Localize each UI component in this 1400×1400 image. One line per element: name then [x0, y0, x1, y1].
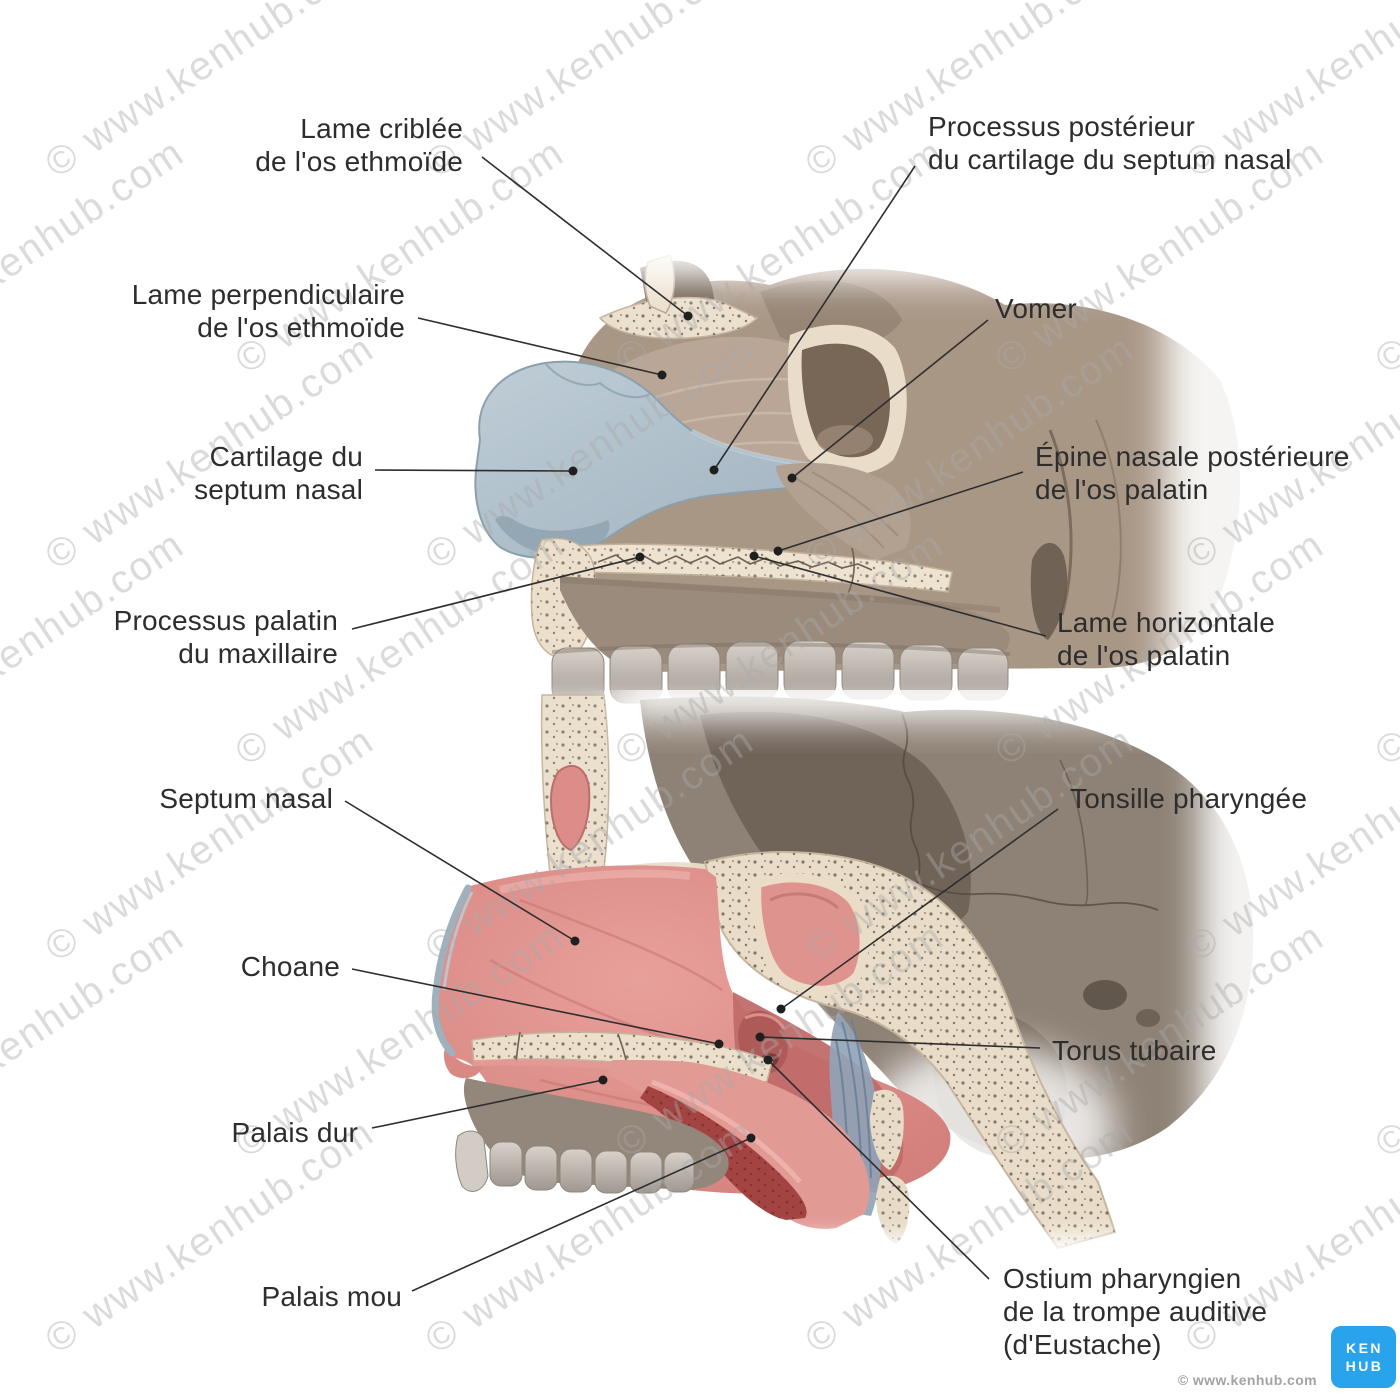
kenhub-logo-line2: HUB: [1345, 1358, 1384, 1374]
label-ostium: Ostium pharyngien de la trompe auditive …: [1003, 1263, 1268, 1361]
label-epine-nasale: Épine nasale postérieure de l'os palatin: [1035, 441, 1350, 506]
edge-fades: [420, 160, 1260, 720]
label-cartilage-septum: Cartilage du septum nasal: [194, 441, 363, 506]
watermark-text: © www.kenhub.com: [0, 913, 193, 1166]
label-tonsille: Tonsille pharyngée: [1070, 783, 1308, 814]
watermark-text: © www.kenhub.com: [1367, 130, 1400, 383]
label-lame-horizontale: Lame horizontale de l'os palatin: [1057, 607, 1275, 672]
bottom-figure-illustration: [400, 690, 1280, 1270]
label-septum-nasal: Septum nasal: [159, 783, 333, 814]
label-lame-perpendiculaire: Lame perpendiculaire de l'os ethmoïde: [131, 279, 405, 344]
sphenoid-sinus-mucosa: [752, 873, 869, 995]
label-vomer: Vomer: [995, 293, 1077, 324]
label-torus: Torus tubaire: [1052, 1035, 1217, 1066]
copyright-text: © www.kenhub.com: [1177, 1372, 1317, 1388]
watermark-text: © www.kenhub.com: [37, 717, 383, 971]
upper-teeth: [551, 640, 1011, 705]
watermark-text: © www.kenhub.com: [0, 129, 193, 382]
label-lame-criblee: Lame criblée de l'os ethmoïde: [255, 113, 463, 178]
label-palais-dur: Palais dur: [231, 1117, 358, 1148]
sphenoid-sinus: [787, 324, 907, 475]
watermark-text: © www.kenhub.com: [1367, 914, 1400, 1167]
label-palais-mou: Palais mou: [261, 1281, 402, 1312]
kenhub-logo: KEN HUB: [1331, 1326, 1396, 1388]
kenhub-logo-line1: KEN: [1345, 1339, 1384, 1356]
label-choane: Choane: [240, 951, 340, 982]
label-processus-posterieur: Processus postérieur du cartilage du sep…: [928, 111, 1292, 176]
label-processus-palatin: Processus palatin du maxillaire: [113, 605, 338, 670]
watermark-text: © www.kenhub.com: [1367, 522, 1400, 775]
